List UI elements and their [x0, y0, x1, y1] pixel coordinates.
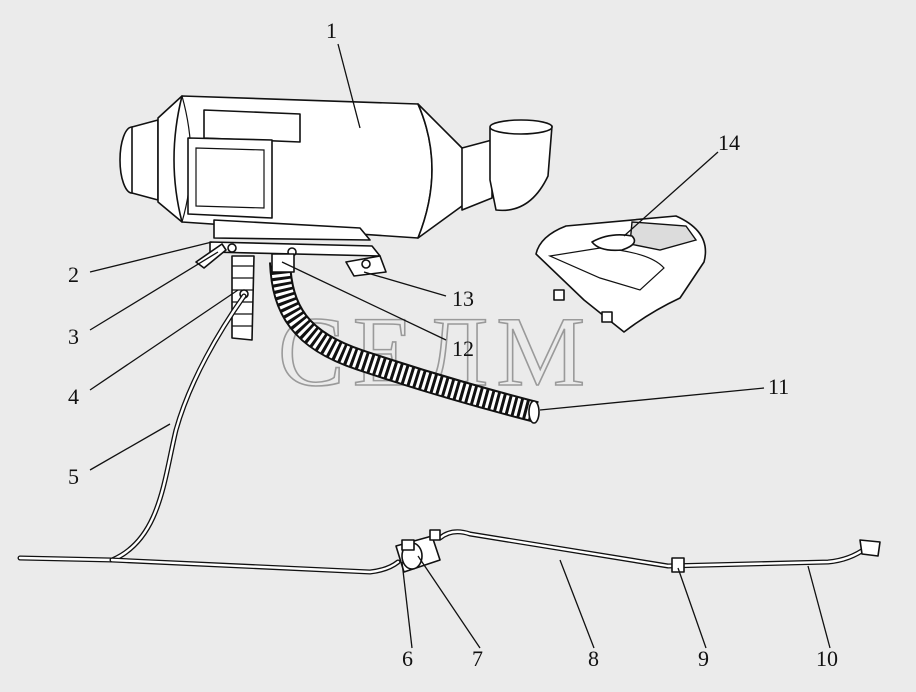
callout-11: 11 [768, 374, 789, 399]
callout-7: 7 [472, 646, 483, 671]
cover-clip [601, 311, 613, 323]
fuel-line-connector [671, 557, 685, 573]
heater-unit [119, 95, 553, 241]
callout-8: 8 [588, 646, 599, 671]
callout-4: 4 [68, 384, 79, 409]
heater-outlet-neck [461, 139, 493, 211]
bracket-bolt [361, 259, 371, 269]
callout-14: 14 [718, 130, 740, 155]
heater-cover [535, 215, 707, 333]
leader-lines [89, 43, 831, 649]
callout-10: 10 [816, 646, 838, 671]
cover-clip [553, 289, 565, 301]
heater-outlet-elbow [489, 125, 553, 212]
bracket-bolt [227, 243, 237, 253]
fuel-line-end-fitting [859, 539, 881, 557]
callout-1: 1 [326, 18, 337, 43]
fuel-line-upper [17, 293, 247, 563]
callout-labels: 1 2 3 4 5 6 7 8 9 10 11 12 13 14 [68, 18, 838, 671]
heater-control-cap [203, 109, 301, 143]
callout-2: 2 [68, 262, 79, 287]
fuel-pump-terminal [401, 539, 415, 551]
callout-3: 3 [68, 324, 79, 349]
callout-12: 12 [452, 336, 474, 361]
callout-9: 9 [698, 646, 709, 671]
callout-13: 13 [452, 286, 474, 311]
heater-outlet-mouth [489, 119, 553, 135]
heater-control-box [187, 137, 273, 219]
callout-6: 6 [402, 646, 413, 671]
exhaust-pipe-end [528, 400, 540, 424]
callout-5: 5 [68, 464, 79, 489]
cover-cap [591, 234, 636, 252]
heater-base-rail [213, 219, 371, 241]
fuel-pump-clamp [429, 529, 441, 541]
heater-inlet-neck [131, 119, 159, 201]
fuel-line-lower [109, 529, 881, 575]
